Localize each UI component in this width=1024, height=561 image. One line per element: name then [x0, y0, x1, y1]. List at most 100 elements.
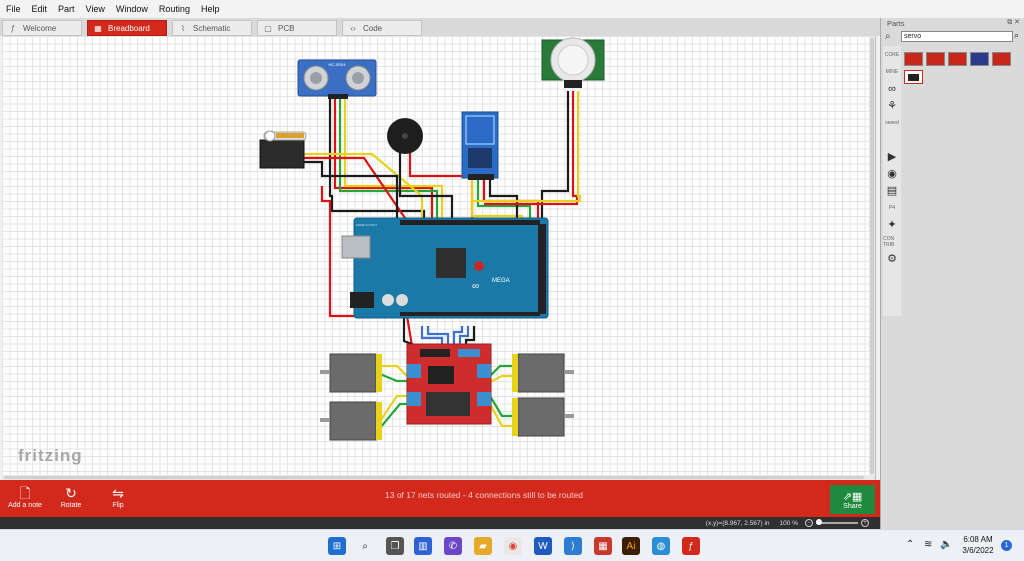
horizontal-scrollbar[interactable] [2, 475, 870, 480]
parts-search-input[interactable]: servo [901, 31, 1013, 42]
dc-motor[interactable] [512, 353, 574, 393]
part-result[interactable] [948, 52, 967, 66]
tab-welcome[interactable]: ƒ Welcome [2, 20, 82, 36]
wire[interactable] [489, 374, 512, 383]
tab-code[interactable]: ‹› Code [342, 20, 422, 36]
tab-breadboard[interactable]: ▦ Breadboard [87, 20, 167, 36]
windows-start-icon[interactable]: ⊞ [328, 537, 346, 555]
motor-driver-board[interactable] [406, 343, 492, 425]
share-button[interactable]: ⇗▦ Share [830, 485, 875, 514]
scrollbar-thumb[interactable] [4, 476, 864, 479]
wire[interactable] [328, 98, 426, 224]
vertical-scrollbar[interactable] [869, 36, 875, 480]
breadboard-canvas[interactable]: HC-SR04 [2, 36, 876, 480]
wire[interactable] [488, 178, 519, 224]
wire[interactable] [452, 326, 464, 346]
ultrasonic-sensor[interactable]: HC-SR04 [297, 59, 377, 99]
routing-status[interactable]: 13 of 17 nets routed - 4 connections sti… [385, 490, 583, 500]
zoom-in-icon[interactable]: + [861, 519, 869, 527]
illustrator-icon[interactable]: Ai [622, 537, 640, 555]
system-clock[interactable]: 6:08 AM 3/6/2022 [958, 534, 998, 556]
part-result[interactable] [970, 52, 989, 66]
wire[interactable] [458, 326, 470, 346]
wire[interactable] [540, 91, 570, 224]
panel-float-close-icon[interactable]: ⧉ ✕ [1007, 19, 1020, 26]
bin-seeed[interactable]: seeed [885, 119, 899, 126]
buzzer[interactable] [387, 118, 423, 154]
dc-motor[interactable] [320, 353, 382, 393]
bin-intel[interactable] [883, 131, 901, 148]
wire[interactable] [489, 403, 512, 428]
wire[interactable] [489, 395, 512, 418]
tab-pcb[interactable]: ▢ PCB [257, 20, 337, 36]
part-result[interactable] [926, 52, 945, 66]
menu-view[interactable]: View [85, 4, 105, 14]
menu-routing[interactable]: Routing [158, 4, 190, 14]
search-icon[interactable]: ⌕ [362, 540, 368, 552]
wire[interactable] [343, 98, 444, 224]
dc-motor[interactable] [512, 397, 574, 437]
bin-core[interactable]: CORE [884, 51, 900, 58]
menu-file[interactable]: File [6, 4, 21, 14]
bin-snootlab[interactable]: ◉ [887, 168, 897, 180]
menu-window[interactable]: Window [115, 4, 148, 14]
bin-arduino[interactable]: ∞ [888, 82, 896, 95]
bin-gear[interactable]: ⚙ [887, 253, 897, 265]
wire[interactable] [398, 151, 454, 224]
part-result[interactable] [992, 52, 1011, 66]
notification-badge[interactable]: 1 [1001, 540, 1012, 551]
wire[interactable] [379, 402, 407, 429]
part-result[interactable] [904, 52, 923, 66]
search-go-icon[interactable]: ⌕ [1013, 30, 1019, 40]
arduino-mega-board[interactable]: MEGA MADE IN ITALY ∞ [341, 217, 549, 319]
volume-icon[interactable]: 🔈 [940, 539, 953, 550]
bin-playground[interactable]: ▶ [887, 151, 897, 163]
store-icon[interactable]: ▦ [594, 537, 612, 555]
wire[interactable] [420, 326, 444, 346]
wire[interactable] [379, 372, 407, 383]
chat-icon[interactable]: ✆ [444, 537, 462, 555]
menu-edit[interactable]: Edit [31, 4, 48, 14]
word-icon[interactable]: W [534, 537, 552, 555]
wire[interactable] [380, 364, 408, 377]
bin-mine[interactable]: MINE [885, 68, 899, 75]
bin-sparkfun[interactable]: ⚘ [887, 100, 897, 112]
bin-p4[interactable]: P4 [888, 204, 896, 211]
servo-motor[interactable] [259, 130, 307, 169]
wifi-icon[interactable]: ≋ [924, 539, 933, 550]
wire[interactable] [338, 98, 439, 224]
wire[interactable] [472, 91, 582, 203]
wire[interactable] [379, 394, 407, 422]
bin-contrib[interactable]: CON TRIB [883, 235, 895, 248]
wire[interactable] [464, 326, 476, 346]
fritzing-app-icon[interactable]: ƒ [682, 537, 700, 555]
pir-sensor[interactable] [541, 37, 605, 88]
vscode-icon[interactable]: ⟩ [564, 537, 582, 555]
file-explorer-icon[interactable]: ▰ [474, 537, 492, 555]
wire[interactable] [489, 364, 512, 377]
zoom-slider[interactable] [816, 519, 858, 525]
bin-animal[interactable]: ✦ [887, 219, 897, 231]
bluetooth-module[interactable] [461, 111, 499, 180]
zoom-slider-knob[interactable] [816, 519, 822, 525]
wire[interactable] [476, 178, 532, 224]
wire[interactable] [333, 98, 434, 224]
add-note-button[interactable]: 🗋 Add a note [0, 484, 50, 509]
wire[interactable] [320, 186, 414, 347]
rotate-button[interactable]: ↻ Rotate [46, 484, 96, 509]
task-view-icon[interactable]: ❐ [386, 537, 404, 555]
wire[interactable] [426, 326, 450, 346]
tab-schematic[interactable]: ⌇ Schematic [172, 20, 252, 36]
widgets-icon[interactable]: ▥ [414, 537, 432, 555]
part-result-servo[interactable] [904, 70, 923, 84]
bin-lilypad[interactable]: ▤ [886, 185, 898, 197]
globe-app-icon[interactable]: ◍ [652, 537, 670, 555]
chevron-up-icon[interactable]: ⌃ [906, 539, 915, 550]
scrollbar-thumb[interactable] [870, 38, 874, 474]
chrome-icon[interactable]: ◉ [504, 537, 522, 555]
search-icon[interactable]: ⌕ [885, 31, 891, 42]
wire[interactable] [302, 160, 399, 224]
flip-button[interactable]: ⇋ Flip [93, 484, 143, 509]
menu-help[interactable]: Help [200, 4, 220, 14]
menu-part[interactable]: Part [58, 4, 75, 14]
